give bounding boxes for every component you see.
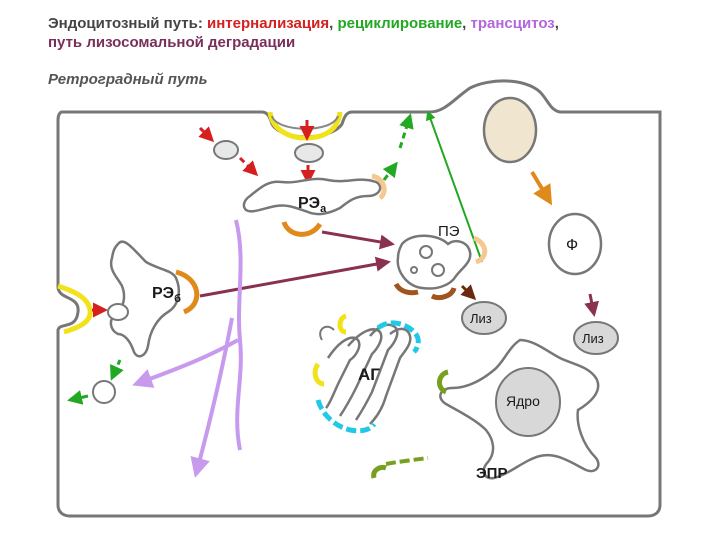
pe-vesicle-2: [431, 263, 445, 277]
arrow-recycling-4: [67, 390, 89, 405]
recycling-endosome-b: [109, 240, 180, 358]
pe-vesicle-1: [419, 245, 433, 259]
arrow-recycling-2: [398, 113, 414, 149]
arrow-pe-to-lysosome: [460, 284, 477, 301]
arrow-internalization-2: [238, 156, 259, 177]
arrow-recycling-3: [110, 359, 124, 381]
re-a-peach-bud: [371, 173, 387, 200]
er-olive-coat-1: [437, 369, 449, 395]
left-coated-pit: [57, 283, 93, 335]
re-b-orange-coat: [175, 269, 200, 315]
title-recycling: рециклирование: [337, 15, 463, 32]
label-pe: ПЭ: [438, 223, 460, 240]
vesicle-top-left: [213, 140, 239, 160]
nucleus: [495, 367, 561, 437]
vesicle-top-center: [294, 143, 324, 163]
re-a-orange-coat: [281, 220, 323, 237]
title-internalization: интернализация: [207, 15, 330, 32]
label-golgi: АГ: [358, 365, 380, 384]
arrow-phagocytosis: [530, 170, 553, 206]
pe-brown-coat-1: [393, 282, 419, 296]
label-lysosome-2: Лиз: [582, 331, 604, 346]
arrow-phagosome-to-lysosome: [584, 293, 600, 317]
lysosome-2: [573, 321, 619, 355]
arrow-recycling-1: [382, 161, 398, 181]
phagosome-f: [547, 212, 603, 276]
subtitle-retrograde: Ретроградный путь: [48, 71, 208, 88]
label-nucleus: Ядро: [506, 393, 540, 409]
pe-peach-bud: [472, 235, 488, 265]
title-sep-3: ,: [554, 15, 559, 32]
vesicle-left-2: [92, 380, 116, 404]
transcytosis-path-2: [190, 317, 234, 478]
transcytosis-path-3: [132, 338, 239, 388]
vesicle-left-1: [107, 303, 129, 321]
early-endosome-a: [242, 177, 382, 216]
title-sep-1: ,: [329, 15, 338, 32]
top-coated-pit-gray: [271, 115, 339, 130]
golgi-cyan-coat-bottom: [315, 399, 377, 434]
title-prefix: Эндоцитозный путь:: [48, 15, 208, 32]
arrow-transcytosis-green: [426, 110, 483, 263]
transcytosis-path-1: [234, 219, 243, 451]
label-lysosome-1: Лиз: [470, 311, 492, 326]
er-olive-coat-3: [371, 465, 387, 479]
label-er: ЭПР: [476, 465, 507, 482]
label-re-a: РЭа: [298, 195, 327, 215]
golgi-yellow-coat: [337, 313, 348, 335]
golgi-cyan-coat-top: [376, 320, 421, 354]
late-endosome-pe: [396, 234, 472, 290]
lysosome-1: [461, 301, 507, 335]
golgi-yellow-coat-2: [312, 362, 325, 387]
pe-brown-coat-2: [430, 287, 457, 301]
diagram-title: Эндоцитозный путь: интернализация, рецик…: [48, 14, 688, 52]
arrow-re-a-to-pe: [321, 230, 395, 250]
er-olive-coat-2: [385, 456, 429, 466]
label-f: Ф: [566, 237, 578, 254]
arrow-re-b-to-pe: [199, 256, 391, 298]
title-line-2: путь лизосомальной деградации: [48, 33, 688, 52]
pe-vesicle-3: [410, 266, 418, 274]
title-lysosomal: путь лизосомальной деградации: [48, 34, 296, 51]
label-re-b: РЭб: [152, 285, 181, 305]
title-sep-2: ,: [462, 15, 471, 32]
arrow-internalization-1: [198, 126, 215, 143]
title-transcytosis: трансцитоз: [470, 15, 555, 32]
phagocytic-particle: [482, 96, 538, 164]
title-line-1: Эндоцитозный путь: интернализация, рецик…: [48, 14, 688, 33]
